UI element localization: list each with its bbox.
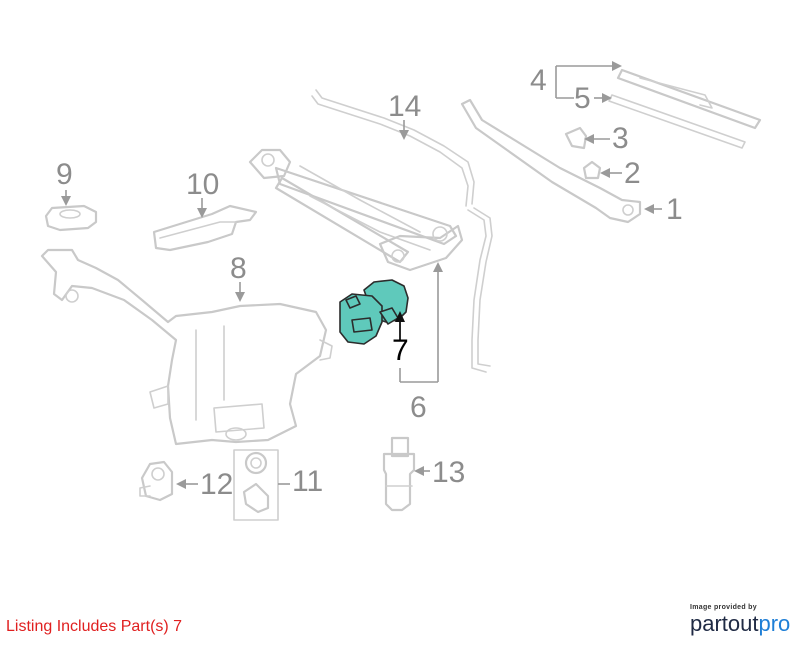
- callout-3: 3: [612, 122, 629, 155]
- grommet-part: [139, 460, 174, 502]
- callout-13: 13: [432, 456, 465, 489]
- washer-reservoir-part: [40, 248, 333, 446]
- callout-7: 7: [392, 334, 409, 367]
- wiper-arm-part: [460, 98, 642, 224]
- brand-logo: Image provided by partoutpro: [690, 604, 794, 635]
- callout-4: 4: [530, 64, 547, 97]
- bracket-part: [152, 204, 258, 252]
- wiper-linkage-part: [248, 148, 464, 272]
- callout-6: 6: [410, 391, 427, 424]
- callout-11: 11: [292, 465, 323, 498]
- callout-8: 8: [230, 252, 247, 285]
- leader-line-highlighted: [395, 311, 405, 340]
- callout-12: 12: [200, 468, 233, 501]
- callout-9: 9: [56, 158, 73, 191]
- washer-pump-part: [382, 436, 416, 512]
- brand-provided-by: Image provided by: [690, 604, 757, 611]
- brand-name-part-a: partout: [690, 611, 759, 636]
- callout-14: 14: [388, 90, 421, 123]
- brand-name-part-b: pro: [758, 611, 791, 636]
- wiper-blade-part: [608, 68, 762, 149]
- leader-lines: [61, 61, 662, 489]
- arm-cap-part: [564, 126, 588, 150]
- washer-hose-part: [311, 89, 493, 373]
- callout-1: 1: [666, 193, 683, 226]
- callout-2: 2: [624, 157, 641, 190]
- brand-name: partoutpro: [690, 613, 794, 635]
- callout-10: 10: [186, 168, 219, 201]
- reservoir-cap-part: [44, 204, 98, 232]
- listing-includes-note: Listing Includes Part(s) 7: [6, 618, 183, 635]
- callout-5: 5: [574, 82, 591, 115]
- washer-pump-seal-box: [233, 449, 279, 521]
- wiper-motor-highlighted-part: [339, 279, 409, 345]
- nut-part: [582, 160, 602, 180]
